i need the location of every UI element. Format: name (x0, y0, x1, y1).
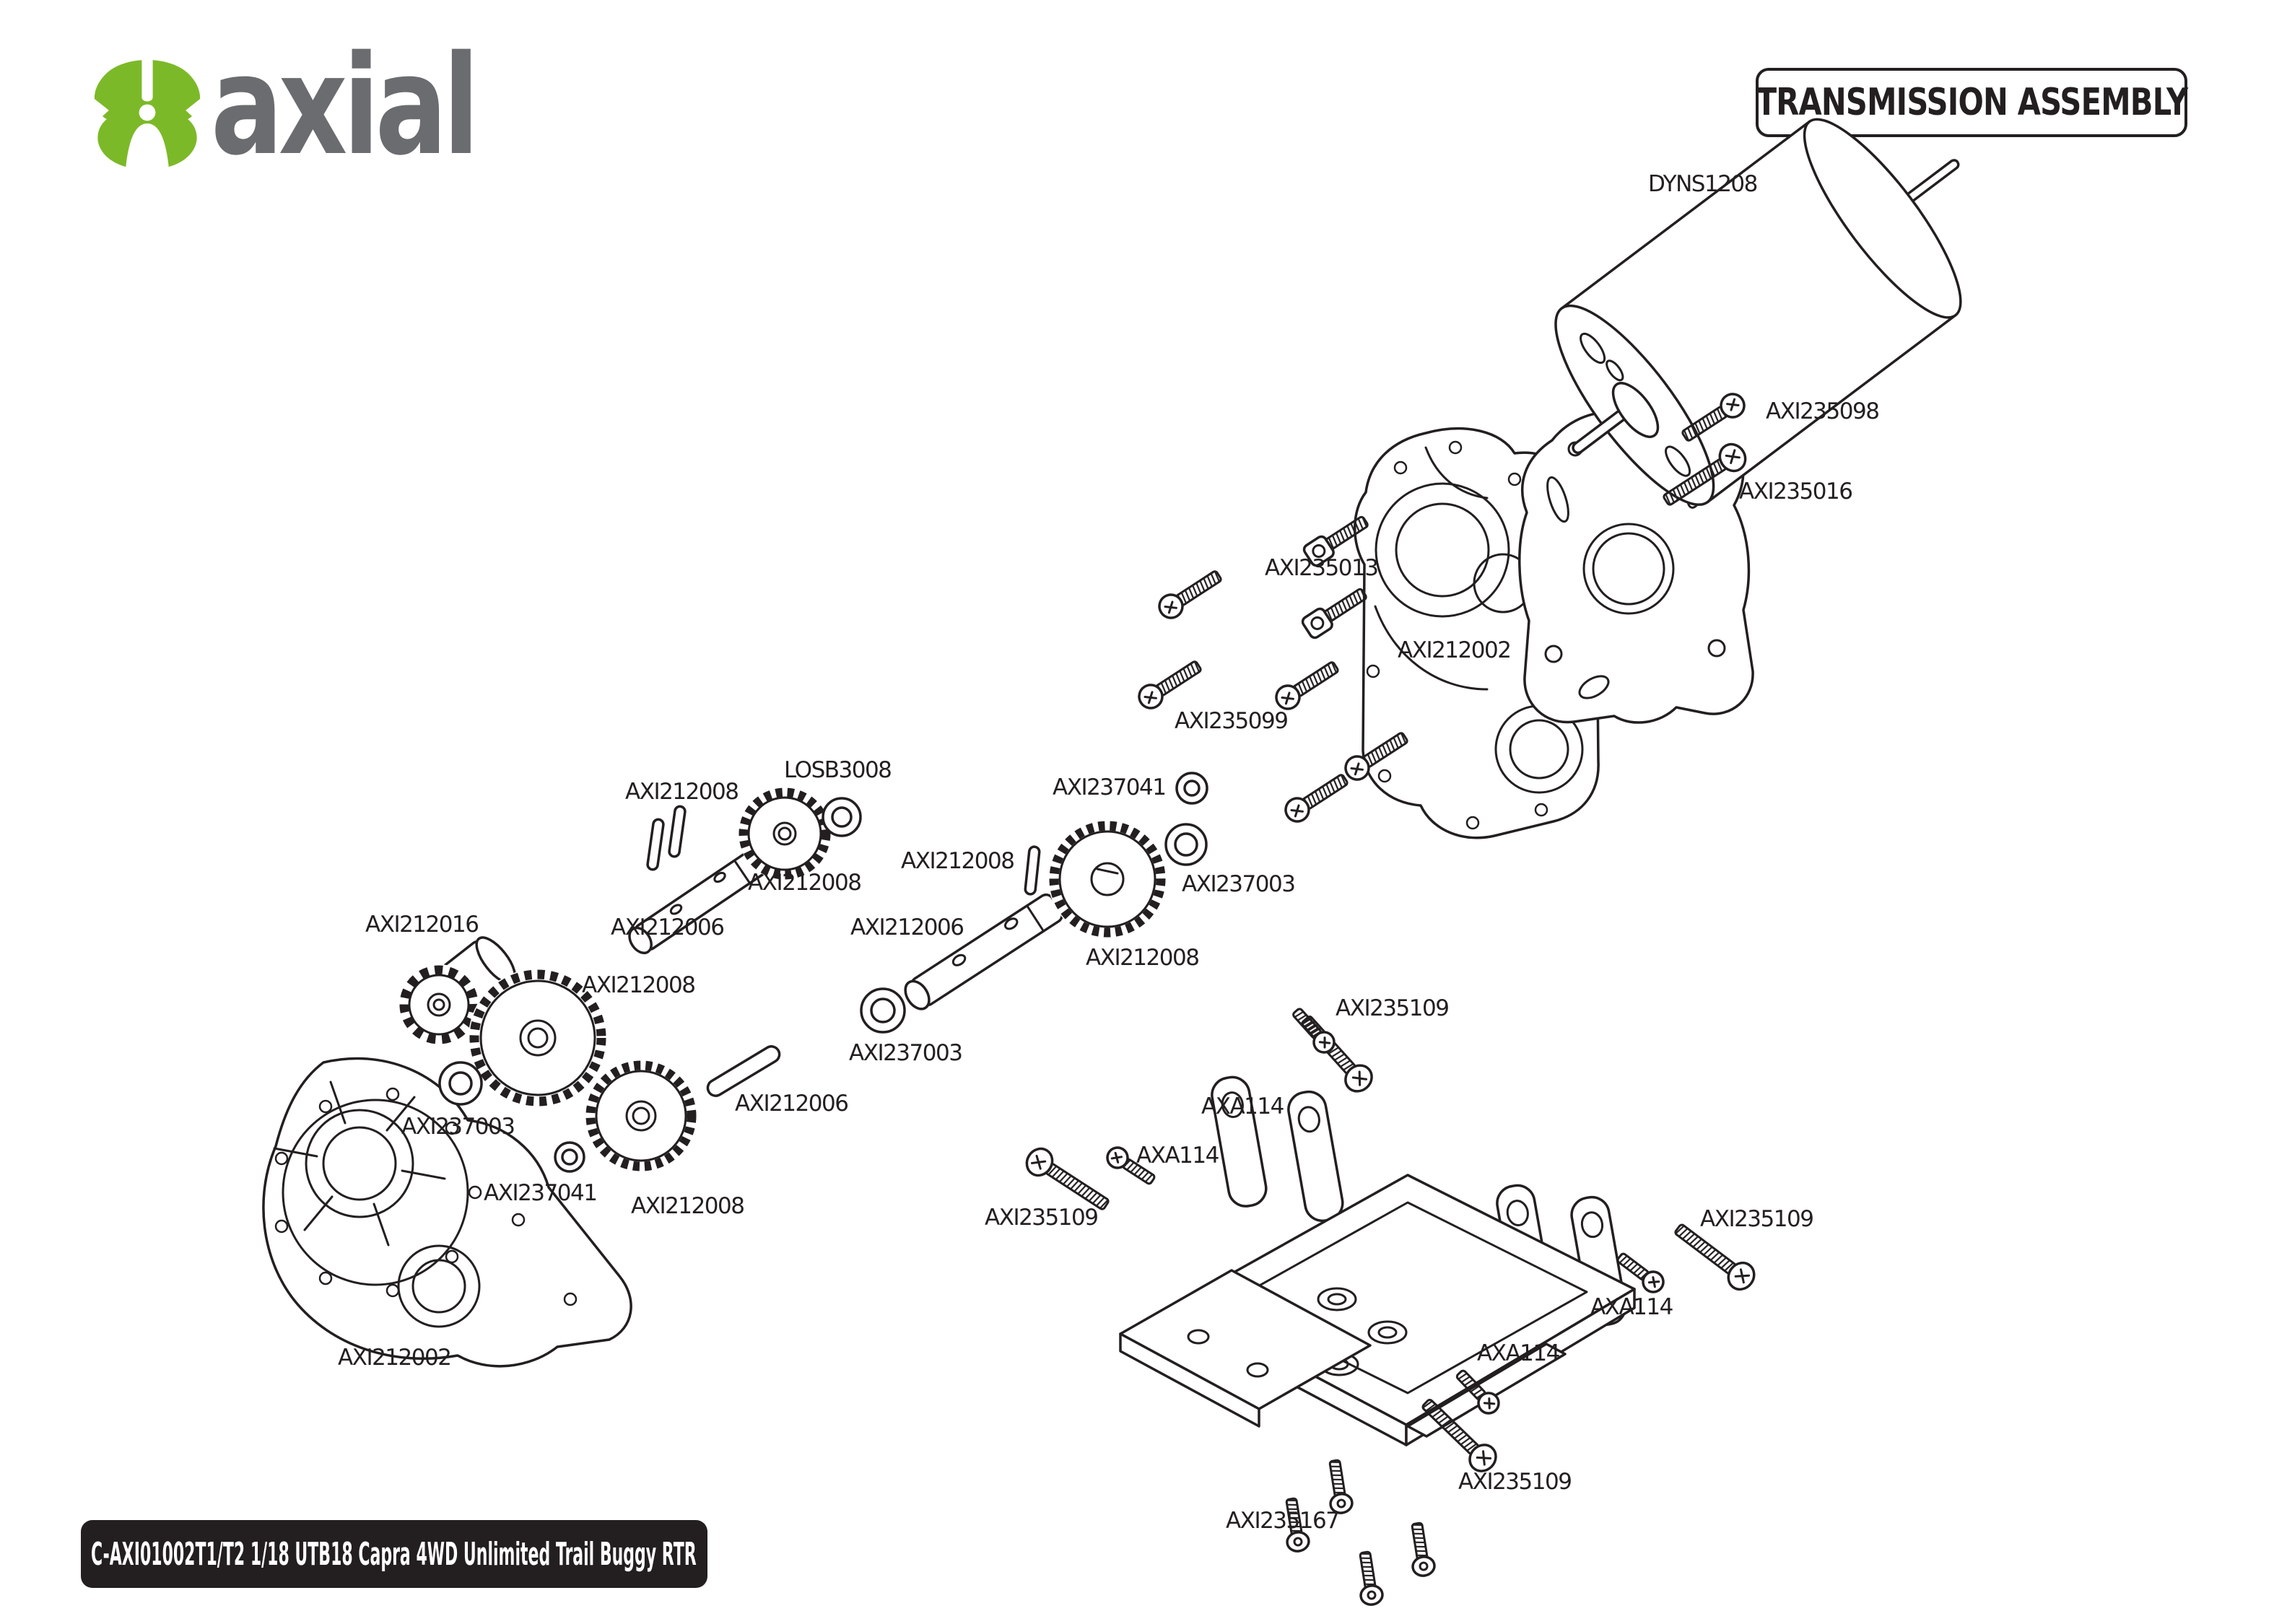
part-label-axi212008-pin-center: AXI212008 (901, 848, 1015, 874)
part-label-axi212006-left: AXI212006 (611, 914, 725, 940)
part-label-axa114-top: AXA114 (1201, 1093, 1284, 1119)
gear-spur-large-left (469, 969, 607, 1107)
part-label-axi237041-right: AXI237041 (1053, 774, 1167, 800)
part-label-axi235109-left: AXI235109 (985, 1205, 1099, 1231)
shaft-idler (904, 893, 1063, 1010)
bearing-237003-left (438, 1061, 483, 1106)
screw-axi235099-2 (1133, 654, 1206, 714)
motor (1554, 118, 1962, 506)
part-label-axi235109-top: AXI235109 (1336, 995, 1450, 1021)
part-label-axa114-bottom: AXA114 (1477, 1340, 1560, 1366)
footer-badge: C-AXI01002T1/T2 1/18 UTB18 Capra 4WD Unl… (81, 1520, 707, 1588)
axial-logo-text: axial (211, 26, 479, 185)
bearing-237041-left (554, 1141, 585, 1173)
part-label-axi237041-left: AXI237041 (484, 1180, 598, 1206)
screw-axi235099-1 (1154, 564, 1227, 624)
pin-gear-shaft-right (706, 1045, 781, 1097)
part-label-axi235167: AXI235167 (1226, 1508, 1340, 1534)
part-label-axa114-right: AXA114 (1590, 1294, 1673, 1320)
part-label-axi212006-center: AXI212006 (850, 914, 964, 940)
screw-axi235167-1 (1323, 1457, 1355, 1516)
part-label-dyns1208: DYNS1208 (1648, 171, 1758, 197)
part-label-axi235099: AXI235099 (1175, 708, 1289, 734)
transmission-mount (1119, 1075, 1636, 1446)
part-label-axi235109-bottom: AXI235109 (1458, 1469, 1572, 1495)
pin-dowel-a (646, 818, 665, 871)
part-label-axi212008-gear-right: AXI212008 (1086, 945, 1200, 971)
bearing-237003-right (1164, 823, 1208, 866)
part-label-axi212008-idler: AXI212008 (748, 870, 862, 896)
screw-axi235099-3 (1271, 655, 1343, 715)
part-label-axi212008-top-left: AXI212008 (625, 779, 739, 805)
part-label-axi237003-right: AXI237003 (1182, 871, 1296, 897)
screw-case-upper-1 (1280, 767, 1353, 827)
footer-text: C-AXI01002T1/T2 1/18 UTB18 Capra 4WD Unl… (91, 1535, 697, 1573)
shaft-input (628, 850, 767, 955)
axial-logo-icon (92, 58, 202, 172)
part-label-axi212002-left: AXI212002 (338, 1345, 452, 1371)
screw-axi235167-4 (1353, 1549, 1385, 1607)
part-label-losb3008: LOSB3008 (784, 757, 892, 783)
part-label-axi235098: AXI235098 (1766, 398, 1880, 424)
pin-dowel-b (668, 805, 687, 858)
part-label-axi235013: AXI235013 (1265, 555, 1379, 581)
pin-dowel-c (1024, 845, 1041, 896)
gear-spur-right (1048, 820, 1167, 938)
case-half-left (262, 1057, 632, 1368)
part-label-axi237003-left: AXI237003 (401, 1114, 515, 1140)
screw-axa114-top (1287, 1003, 1340, 1058)
part-label-axi235016: AXI235016 (1739, 479, 1853, 505)
part-label-axi212002-right: AXI212002 (1398, 637, 1512, 663)
part-label-axi235109-right: AXI235109 (1700, 1206, 1814, 1232)
screw-axi235167-3 (1405, 1520, 1437, 1579)
part-label-axi212006-right: AXI212006 (735, 1091, 849, 1117)
part-label-axi212008-gear-left: AXI212008 (582, 972, 696, 998)
diagram-title: TRANSMISSION ASSEMBLY (1756, 81, 2187, 124)
screw-axi235013-2 (1299, 582, 1372, 641)
bearing-losb3008 (822, 797, 862, 837)
part-label-axi212008-gear-left2: AXI212008 (631, 1193, 745, 1219)
bearing-237003-center (860, 987, 906, 1034)
gear-spur-left-lower (585, 1060, 697, 1172)
part-label-axi237003-center: AXI237003 (849, 1040, 963, 1066)
part-label-axa114-left: AXA114 (1136, 1143, 1219, 1169)
bearing-237041-right (1175, 772, 1208, 805)
gear-idler-small (739, 787, 831, 880)
part-label-axi212016: AXI212016 (365, 912, 479, 938)
